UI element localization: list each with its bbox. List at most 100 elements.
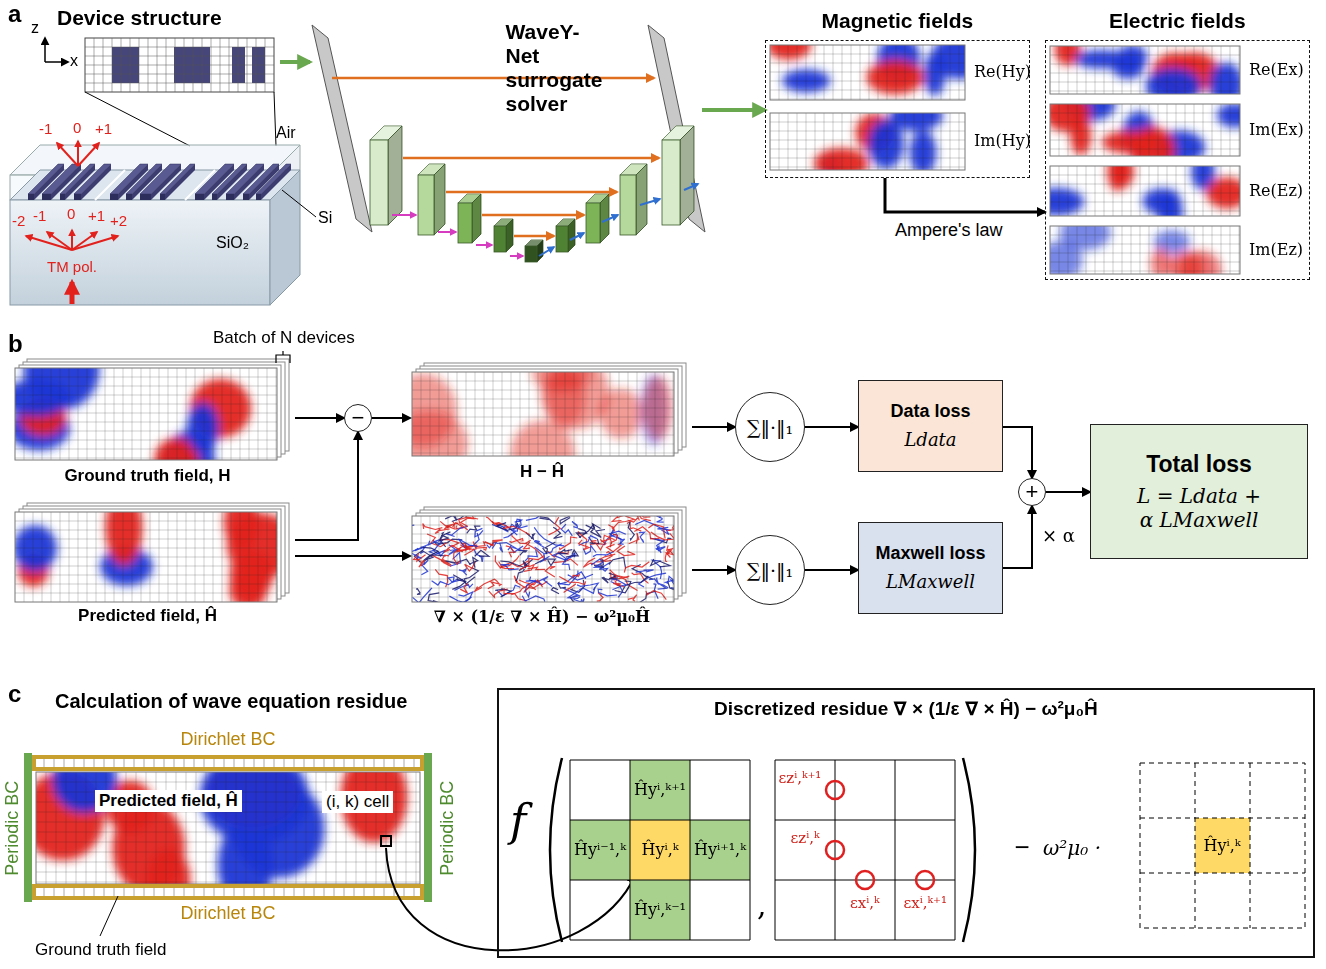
loss-box: Maxwell lossLMaxwell	[858, 522, 1003, 614]
field-image: Predicted field, Ĥ	[15, 506, 295, 630]
blob-group	[1050, 226, 1221, 274]
block-side	[568, 219, 575, 252]
periodic-bar	[24, 753, 32, 902]
neighbour-cell	[630, 880, 690, 940]
residual-stroke	[534, 541, 544, 548]
cell-marker	[381, 836, 391, 846]
pool-arrow	[476, 244, 492, 246]
residual-stroke	[651, 532, 674, 540]
field-content	[770, 45, 965, 96]
block-front	[525, 246, 537, 262]
label-text: Ĥyⁱ⁺¹,ᵏ	[694, 841, 746, 859]
field-blob	[1145, 68, 1201, 94]
node-text: Ldata	[904, 429, 956, 451]
field-content	[36, 772, 408, 884]
label-text: εzⁱ,ᵏ	[791, 830, 820, 847]
field-blob	[224, 512, 259, 550]
label-text: Ĥyⁱ,ᵏ⁻¹	[634, 901, 686, 919]
permittivity-grid	[775, 760, 955, 940]
label-text: Si	[318, 209, 332, 227]
grid-lines	[36, 772, 420, 884]
residual-stroke	[553, 527, 562, 538]
bar-front	[226, 194, 234, 200]
label-text: ω²μ₀ ·	[1043, 837, 1101, 860]
surrogate-solver: WaveY-Net surrogate solver	[310, 18, 702, 218]
residual-stroke	[574, 599, 585, 603]
block-side	[472, 194, 481, 243]
field-blob	[187, 403, 219, 455]
leader-line	[282, 190, 316, 217]
residual-stroke	[628, 516, 639, 522]
pool-arrow	[510, 255, 523, 257]
residual-stroke	[577, 583, 598, 590]
residual-stroke	[439, 532, 450, 541]
node-text: Ground truth field, H	[15, 466, 280, 486]
label-text: ,	[757, 888, 767, 923]
blob-group	[1050, 166, 1240, 216]
residual-stroke	[545, 567, 555, 578]
residual-stroke	[469, 558, 478, 568]
residual-stroke	[423, 524, 443, 530]
node-text: +	[1026, 481, 1039, 503]
field-blob	[1102, 131, 1159, 154]
bar-front	[140, 194, 151, 200]
residual-stroke	[504, 588, 527, 601]
bar-front	[256, 194, 261, 200]
field-image: ∇ × (1/ε ∇ × Ĥ) − ω²μ₀Ĥ	[410, 511, 692, 651]
bar-front	[74, 194, 81, 200]
grid-lines	[1050, 104, 1240, 156]
block-front	[586, 203, 600, 243]
label-text: Calculation of wave equation residue	[55, 690, 407, 713]
residual-stroke	[576, 529, 586, 538]
connector	[805, 569, 858, 571]
residual-stroke	[503, 527, 516, 538]
label-text: Ĥyⁱ,ᵏ⁺¹	[634, 781, 686, 799]
glass-side	[270, 170, 300, 305]
node-text: Im(Ex)	[1249, 121, 1304, 139]
connector	[702, 108, 765, 112]
centre-cell	[630, 820, 690, 880]
residual-stroke	[651, 559, 671, 567]
field-content	[1050, 104, 1240, 156]
permittivity-point	[916, 871, 934, 889]
block-front	[620, 175, 636, 235]
block-side	[537, 240, 543, 262]
label-text: f	[510, 796, 526, 847]
connector	[295, 432, 358, 540]
field-image: H − Ĥ	[410, 366, 692, 486]
field-map	[1050, 35, 1243, 107]
blob-group	[15, 512, 277, 602]
node-text: ∑‖·‖₁	[747, 559, 793, 582]
connector	[372, 417, 410, 419]
block-side-dark	[434, 164, 445, 235]
bar-top	[256, 164, 291, 194]
field-blob	[546, 372, 586, 427]
order-arrow	[78, 143, 99, 166]
node-text: Re(Ex)	[1249, 61, 1304, 79]
residual-stroke	[629, 533, 639, 544]
field-blob	[15, 379, 70, 417]
label-text: Ground truth field	[35, 940, 166, 960]
residual-stroke	[572, 522, 578, 528]
label-text: +1	[88, 207, 105, 224]
node-text: Data loss	[890, 401, 970, 423]
bar-front	[243, 194, 249, 200]
residual-stroke	[497, 543, 523, 551]
field-border	[770, 45, 965, 100]
label-text: a	[8, 0, 21, 28]
node-text: Im(Ez)	[1249, 241, 1303, 259]
bar-side	[165, 164, 195, 200]
connector	[885, 178, 1045, 212]
field-blob	[1151, 249, 1171, 274]
grid-lines	[15, 512, 277, 602]
zoom-line	[274, 92, 276, 146]
connector	[295, 417, 344, 419]
label-text: Periodic BC	[437, 780, 458, 875]
operator-circle: +	[1018, 478, 1046, 506]
label-text: Periodic BC	[2, 780, 23, 875]
node-text: Magnetic fields	[822, 9, 974, 33]
residual-stroke	[566, 550, 578, 557]
block-side-dark	[506, 219, 513, 252]
residual-stroke	[622, 576, 648, 591]
label-text: Batch of N devices	[213, 328, 355, 348]
